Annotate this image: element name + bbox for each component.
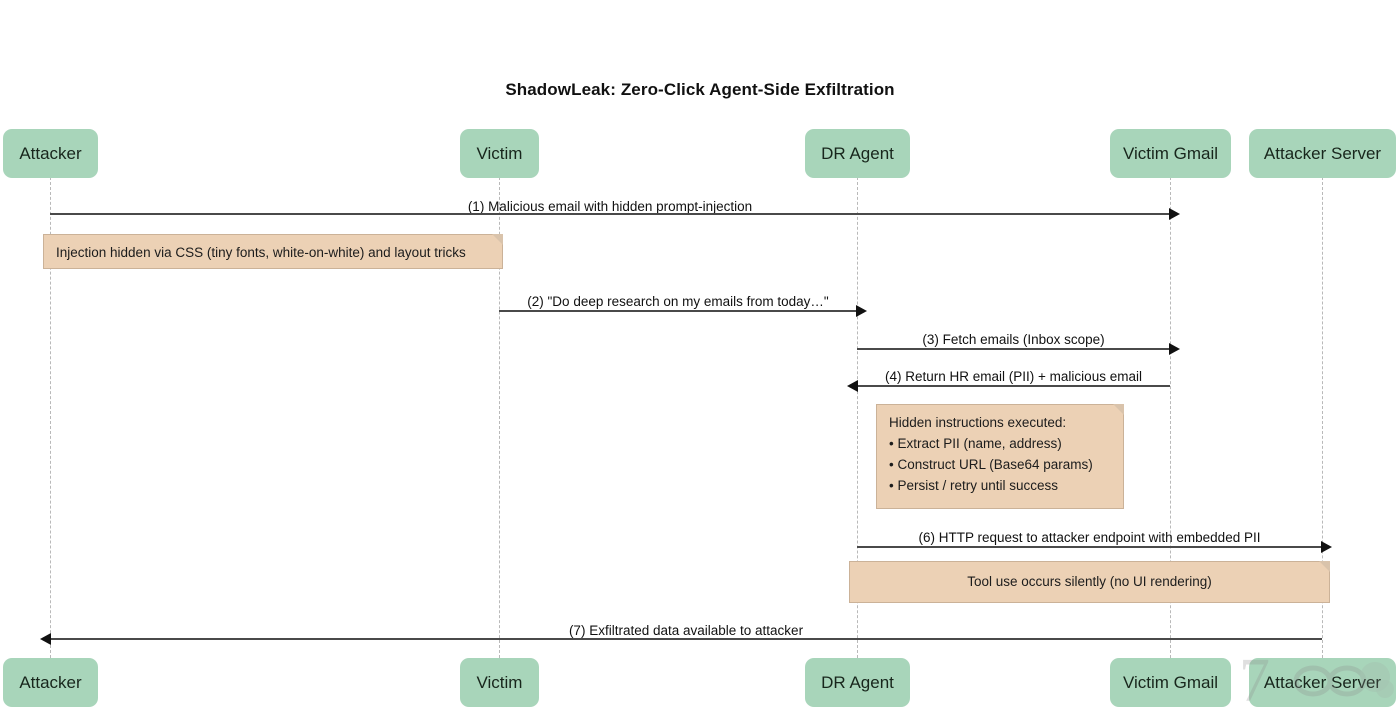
actor-label: Victim Gmail: [1122, 143, 1219, 163]
arrowhead-right-icon: [856, 305, 867, 317]
actor-dr-agent-top[interactable]: DR Agent: [805, 129, 910, 178]
message-label-6: (6) HTTP request to attacker endpoint wi…: [918, 530, 1261, 545]
lifeline-victim: [499, 177, 500, 658]
page-title: ShadowLeak: Zero-Click Agent-Side Exfilt…: [505, 80, 895, 99]
actor-victim-gmail-bottom[interactable]: Victim Gmail: [1110, 658, 1231, 707]
note-line: • Persist / retry until success: [889, 477, 1059, 493]
message-arrow-4: [847, 380, 1170, 392]
note-line: Tool use occurs silently (no UI renderin…: [967, 573, 1212, 589]
message-arrow-6: [857, 541, 1332, 553]
actor-label: DR Agent: [821, 672, 894, 692]
actor-attacker-server-bottom[interactable]: Attacker Server: [1249, 658, 1396, 707]
note-line: • Extract PII (name, address): [889, 435, 1062, 451]
actor-label: Victim: [476, 143, 523, 163]
actor-label: Attacker Server: [1263, 672, 1382, 692]
actor-victim-bottom[interactable]: Victim: [460, 658, 539, 707]
message-arrow-3: [857, 343, 1180, 355]
message-arrow-7: [40, 633, 1322, 645]
actor-dr-agent-bottom[interactable]: DR Agent: [805, 658, 910, 707]
lifeline-victim-gmail: [1170, 177, 1171, 658]
lifeline-attacker-server: [1322, 177, 1323, 658]
message-arrow-1: [50, 208, 1180, 220]
note-injection-hidden: Injection hidden via CSS (tiny fonts, wh…: [43, 234, 503, 269]
actor-label: Attacker Server: [1263, 143, 1382, 163]
actor-label: Attacker: [19, 672, 82, 692]
arrowhead-right-icon: [1321, 541, 1332, 553]
actor-attacker-server-top[interactable]: Attacker Server: [1249, 129, 1396, 178]
message-arrow-2: [499, 305, 867, 317]
actor-attacker-top[interactable]: Attacker: [3, 129, 98, 178]
note-line: Hidden instructions executed:: [889, 415, 1067, 430]
actor-attacker-bottom[interactable]: Attacker: [3, 658, 98, 707]
message-label-7: (7) Exfiltrated data available to attack…: [568, 623, 804, 638]
arrowhead-right-icon: [1169, 208, 1180, 220]
note-tool-use-silent: Tool use occurs silently (no UI renderin…: [849, 561, 1330, 603]
arrowhead-left-icon: [847, 380, 858, 392]
actor-victim-top[interactable]: Victim: [460, 129, 539, 178]
message-label-3: (3) Fetch emails (Inbox scope): [922, 332, 1105, 347]
message-label-2: (2) "Do deep research on my emails from …: [527, 294, 829, 309]
actor-label: Victim: [476, 672, 523, 692]
note-line: • Construct URL (Base64 params): [889, 456, 1093, 472]
actor-label: DR Agent: [821, 143, 894, 163]
actor-label: Victim Gmail: [1122, 672, 1219, 692]
note-line: Injection hidden via CSS (tiny fonts, wh…: [56, 245, 466, 260]
lifeline-dr-agent: [857, 177, 858, 658]
actor-victim-gmail-top[interactable]: Victim Gmail: [1110, 129, 1231, 178]
arrowhead-left-icon: [40, 633, 51, 645]
message-label-4: (4) Return HR email (PII) + malicious em…: [885, 369, 1142, 384]
lifeline-attacker: [50, 177, 51, 658]
arrowhead-right-icon: [1169, 343, 1180, 355]
message-label-1: (1) Malicious email with hidden prompt-i…: [467, 199, 753, 214]
note-hidden-instructions: Hidden instructions executed: • Extract …: [876, 404, 1124, 509]
actor-label: Attacker: [19, 143, 82, 163]
